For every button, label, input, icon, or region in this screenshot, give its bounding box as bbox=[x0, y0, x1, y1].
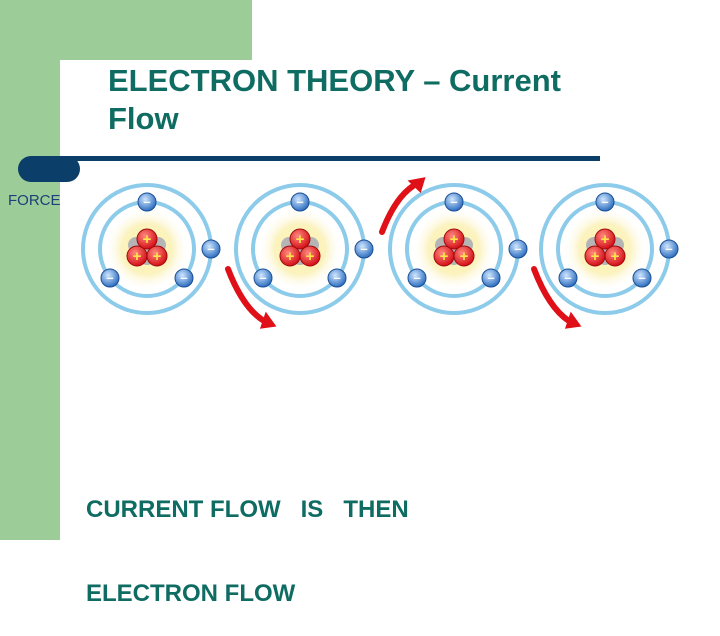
proton-sign: + bbox=[611, 248, 620, 265]
proton-sign: + bbox=[450, 231, 459, 248]
caption-line-1: CURRENT FLOW IS THEN bbox=[86, 496, 409, 523]
electron-sign: – bbox=[601, 194, 608, 209]
proton-sign: + bbox=[440, 248, 449, 265]
curved-arrow-icon bbox=[531, 266, 582, 329]
force-label: FORCE bbox=[8, 192, 61, 209]
electron-icon: – bbox=[327, 268, 347, 288]
electron-sign: – bbox=[665, 241, 672, 256]
proton-icon: + bbox=[289, 228, 311, 250]
title-line-2: Flow bbox=[108, 101, 179, 136]
electron-sign: – bbox=[296, 194, 303, 209]
top-accent-block bbox=[60, 0, 252, 60]
proton-sign: + bbox=[591, 248, 600, 265]
proton-sign: + bbox=[153, 248, 162, 265]
electron-icon: – bbox=[595, 192, 615, 212]
proton-icon: + bbox=[604, 245, 626, 267]
title-rule bbox=[60, 156, 600, 161]
atom: +++–––– bbox=[539, 183, 679, 315]
caption: CURRENT FLOW IS THEN ELECTRON FLOW bbox=[86, 440, 646, 636]
electron-icon: – bbox=[137, 192, 157, 212]
electron-icon: – bbox=[444, 192, 464, 212]
atom-diagram: +++––––+++––––+++––––+++–––– bbox=[81, 177, 679, 329]
electron-icon: – bbox=[481, 268, 501, 288]
proton-sign: + bbox=[601, 231, 610, 248]
atom: +++–––– bbox=[81, 183, 221, 315]
electron-sign: – bbox=[180, 270, 187, 285]
atom: +++–––– bbox=[234, 183, 374, 315]
proton-icon: + bbox=[594, 228, 616, 250]
electron-icon: – bbox=[508, 239, 528, 259]
atom: +++–––– bbox=[388, 183, 528, 315]
proton-icon: + bbox=[136, 228, 158, 250]
proton-icon: + bbox=[146, 245, 168, 267]
electron-sign: – bbox=[413, 270, 420, 285]
proton-icon: + bbox=[433, 245, 455, 267]
electron-sign: – bbox=[450, 194, 457, 209]
electron-sign: – bbox=[638, 270, 645, 285]
curved-arrow-icon bbox=[379, 177, 426, 235]
electron-sign: – bbox=[514, 241, 521, 256]
electron-icon: – bbox=[632, 268, 652, 288]
electron-icon: – bbox=[290, 192, 310, 212]
proton-sign: + bbox=[133, 248, 142, 265]
electron-sign: – bbox=[333, 270, 340, 285]
proton-icon: + bbox=[453, 245, 475, 267]
proton-sign: + bbox=[143, 231, 152, 248]
electron-icon: – bbox=[558, 268, 578, 288]
electron-icon: – bbox=[253, 268, 273, 288]
left-accent-bar bbox=[0, 0, 60, 540]
proton-sign: + bbox=[460, 248, 469, 265]
electron-sign: – bbox=[143, 194, 150, 209]
proton-icon: + bbox=[443, 228, 465, 250]
electron-icon: – bbox=[407, 268, 427, 288]
electron-sign: – bbox=[360, 241, 367, 256]
title-line-1: ELECTRON THEORY – Current bbox=[108, 63, 561, 98]
slide-title: ELECTRON THEORY – Current Flow bbox=[108, 62, 668, 138]
proton-icon: + bbox=[126, 245, 148, 267]
electron-icon: – bbox=[354, 239, 374, 259]
electron-sign: – bbox=[106, 270, 113, 285]
electron-icon: – bbox=[100, 268, 120, 288]
caption-line-2: ELECTRON FLOW bbox=[86, 580, 296, 607]
electron-icon: – bbox=[201, 239, 221, 259]
proton-icon: + bbox=[279, 245, 301, 267]
electron-sign: – bbox=[564, 270, 571, 285]
electron-sign: – bbox=[487, 270, 494, 285]
electron-icon: – bbox=[659, 239, 679, 259]
curved-arrow-icon bbox=[225, 266, 277, 329]
proton-sign: + bbox=[306, 248, 315, 265]
electron-icon: – bbox=[174, 268, 194, 288]
electron-sign: – bbox=[259, 270, 266, 285]
proton-icon: + bbox=[584, 245, 606, 267]
proton-sign: + bbox=[296, 231, 305, 248]
electron-sign: – bbox=[207, 241, 214, 256]
proton-sign: + bbox=[286, 248, 295, 265]
proton-icon: + bbox=[299, 245, 321, 267]
